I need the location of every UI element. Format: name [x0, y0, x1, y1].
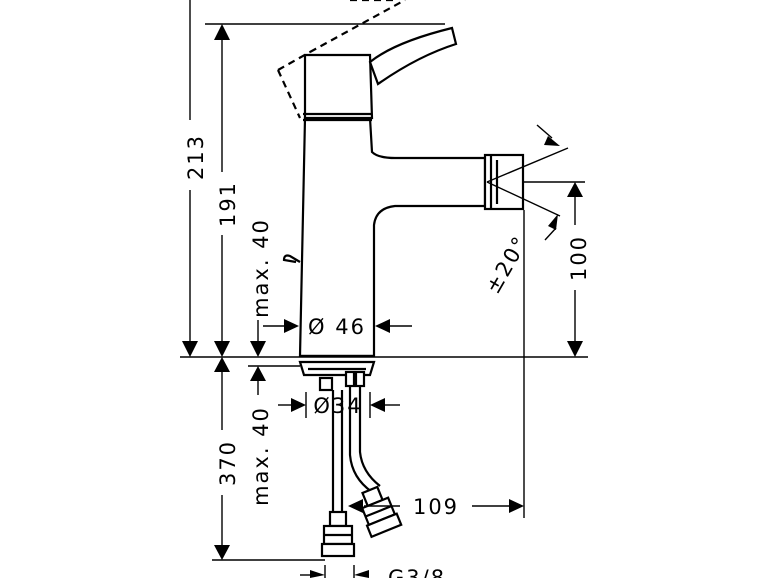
label-angle-20: ±20° — [481, 231, 533, 297]
faucet-body — [277, 0, 525, 392]
label-370: 370 — [216, 440, 240, 486]
label-diameter-46: Ø 46 — [308, 315, 366, 339]
dimension-labels: 213 191 max. 40 Ø 46 Ø34 370 max. 40 109… — [184, 134, 591, 583]
label-191: 191 — [216, 181, 240, 227]
dimension-lines — [180, 0, 588, 578]
label-109: 109 — [413, 495, 459, 519]
label-diameter-34: Ø34 — [313, 394, 362, 418]
label-100: 100 — [567, 235, 591, 281]
supply-hoses — [320, 386, 403, 558]
label-thread-g38: G3/8 — [388, 566, 446, 578]
label-max-40-top: max. 40 — [249, 218, 273, 318]
label-213: 213 — [184, 134, 208, 180]
label-max-40-bottom: max. 40 — [249, 406, 273, 506]
